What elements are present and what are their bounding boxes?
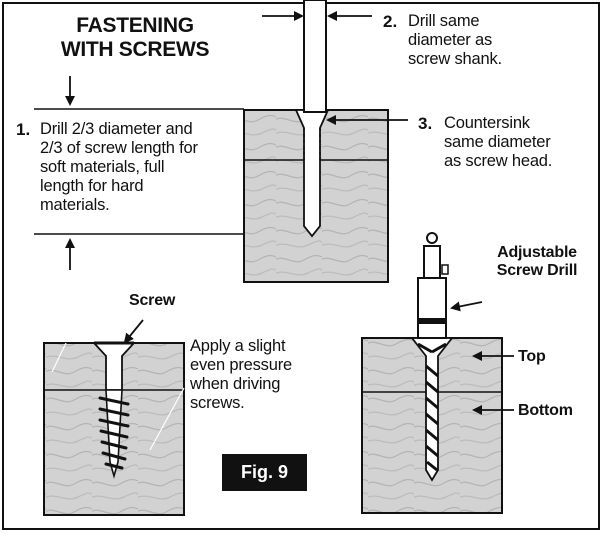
step-3-number: 3. (418, 114, 433, 133)
top-label: Top (518, 348, 546, 365)
depth-dimension (34, 76, 244, 270)
drill-bit (303, 0, 327, 113)
screw-leader (123, 319, 144, 344)
step-1-text: Drill 2/3 diameter and 2/3 of screw leng… (40, 120, 198, 214)
drill-leaders (450, 301, 514, 415)
step-1-number: 1. (16, 120, 31, 139)
adjustable-drill-label: Adjustable Screw Drill (496, 244, 578, 280)
figure-frame (2, 2, 600, 530)
apply-pressure-note: Apply a slight even pressure when drivin… (190, 337, 292, 412)
step-2-text: Drill same diameter as screw shank. (408, 12, 502, 68)
screw (91, 341, 137, 479)
figure-number: Fig. 9 (240, 462, 288, 482)
step-2-number: 2. (383, 12, 398, 31)
figure-number-badge: Fig. 9 (222, 454, 307, 491)
bottom-label: Bottom (518, 402, 573, 419)
diagram-title: FASTENING WITH SCREWS (60, 14, 210, 62)
adjustable-screw-drill (410, 232, 454, 482)
step-3-text: Countersink same diameter as screw head. (444, 114, 553, 170)
screw-label: Screw (129, 292, 176, 309)
